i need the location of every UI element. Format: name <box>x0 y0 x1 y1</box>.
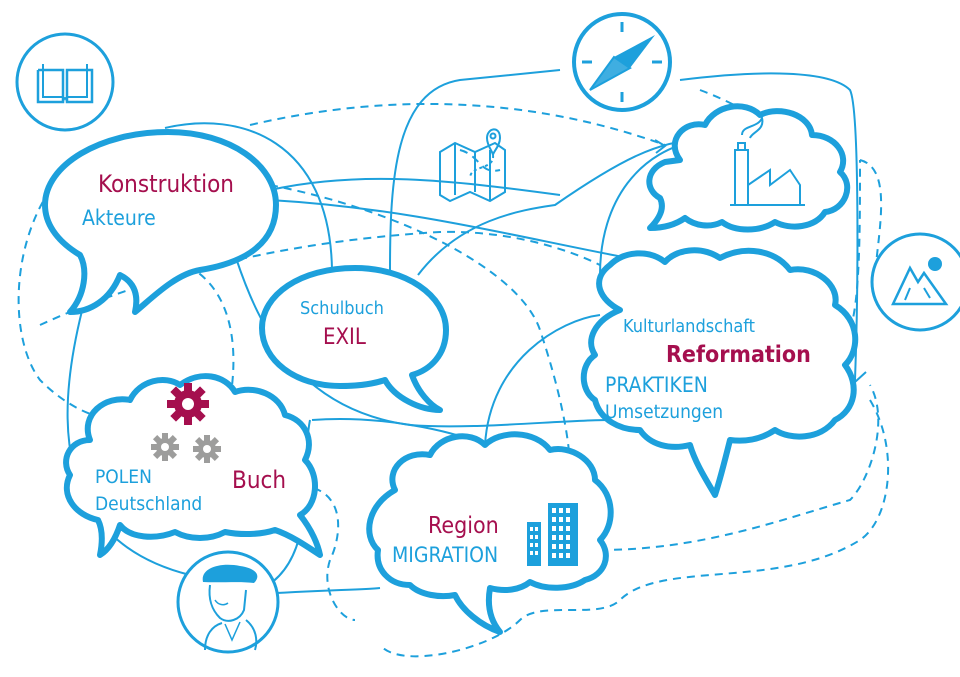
bubble-schulbuch-title: EXIL <box>323 325 366 350</box>
map-pin-icon <box>439 128 506 203</box>
bubble-konstruktion: Konstruktion Akteure <box>42 129 279 315</box>
bubble-kultur-subtitle: Kulturlandschaft <box>623 316 755 337</box>
bubble-region: Region MIGRATION <box>366 431 614 635</box>
mountain-icon <box>870 232 960 332</box>
bubble-polen-line1: POLEN <box>95 466 152 488</box>
bubble-kultur-title: Reformation <box>666 342 811 368</box>
bubble-kultur-line4: Umsetzungen <box>605 401 723 423</box>
luther-portrait-icon <box>176 550 280 654</box>
bubble-konstruktion-subtitle: Akteure <box>82 206 156 230</box>
bubble-polen: POLEN Deutschland Buch <box>63 373 323 558</box>
building-icon <box>527 503 578 566</box>
compass-icon <box>572 12 672 112</box>
bubble-kulturlandschaft: Kulturlandschaft Reformation PRAKTIKEN U… <box>580 247 859 498</box>
bubble-region-subtitle: MIGRATION <box>392 543 498 567</box>
bubble-polen-title: Buch <box>232 466 286 494</box>
bubble-factory <box>646 103 851 233</box>
bubble-konstruktion-title: Konstruktion <box>98 170 234 198</box>
bubble-kultur-line3: PRAKTIKEN <box>605 373 708 397</box>
bubble-region-title: Region <box>428 513 499 539</box>
factory-icon <box>730 114 805 206</box>
bubble-schulbuch: Schulbuch EXIL <box>259 265 449 413</box>
bubble-schulbuch-subtitle: Schulbuch <box>300 298 384 319</box>
open-book-icon <box>15 32 115 132</box>
bubble-polen-line2: Deutschland <box>95 493 202 515</box>
